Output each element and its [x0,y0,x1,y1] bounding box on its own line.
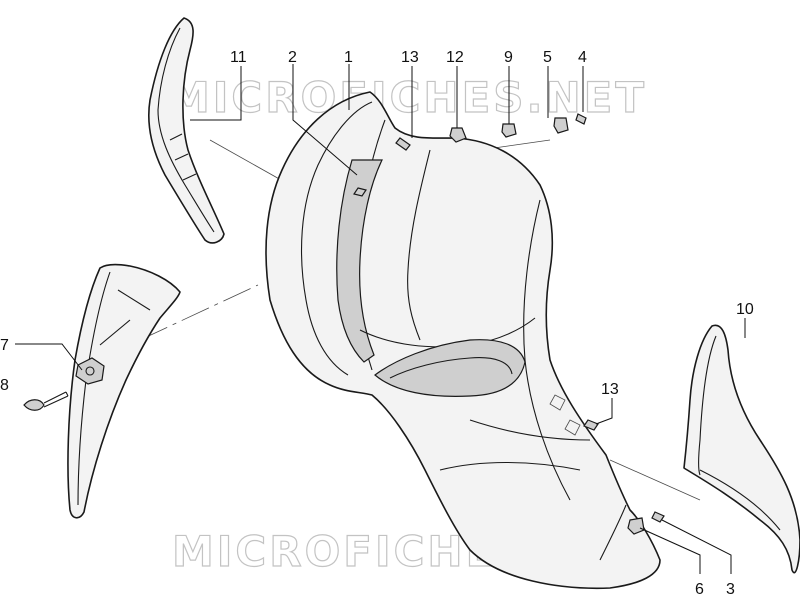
part-5-clip [553,117,569,134]
callout-9: 9 [504,49,513,66]
part-13-screw-bottom [583,419,599,431]
callout-1: 1 [344,49,353,66]
callout-12: 12 [446,49,464,66]
part-10-right-side-cover [683,324,800,574]
callout-13-bottom: 13 [601,381,619,398]
part-3-screw [651,511,665,523]
part-1-front-shield [265,91,661,590]
part-2-screw [353,187,367,197]
fastener-parts-top [353,113,587,197]
callout-11: 11 [230,49,247,66]
callout-2: 2 [288,49,297,66]
callout-7: 7 [0,337,9,354]
part-8-screw [23,391,69,411]
leader-lines [15,64,746,574]
callout-5: 5 [543,49,552,66]
part-11-upper-trim [147,17,225,244]
part-4-screw [575,113,587,125]
part-12-clip [449,127,467,143]
callout-labels: 11 2 1 13 12 9 5 4 10 7 8 13 6 3 [0,49,754,598]
part-9-clip [501,123,517,138]
callout-6: 6 [695,581,704,598]
callout-3: 3 [726,581,735,598]
part-7-left-side-cover [67,263,181,519]
part-6-clip [627,517,645,535]
callout-13-top: 13 [401,49,419,66]
callout-4: 4 [578,49,587,66]
fastener-parts-bottom [583,419,665,535]
watermark-top: MICROFICHES.NET [168,73,647,122]
part-13-screw-top [395,137,411,151]
callout-8: 8 [0,377,9,394]
callout-10: 10 [736,301,754,318]
